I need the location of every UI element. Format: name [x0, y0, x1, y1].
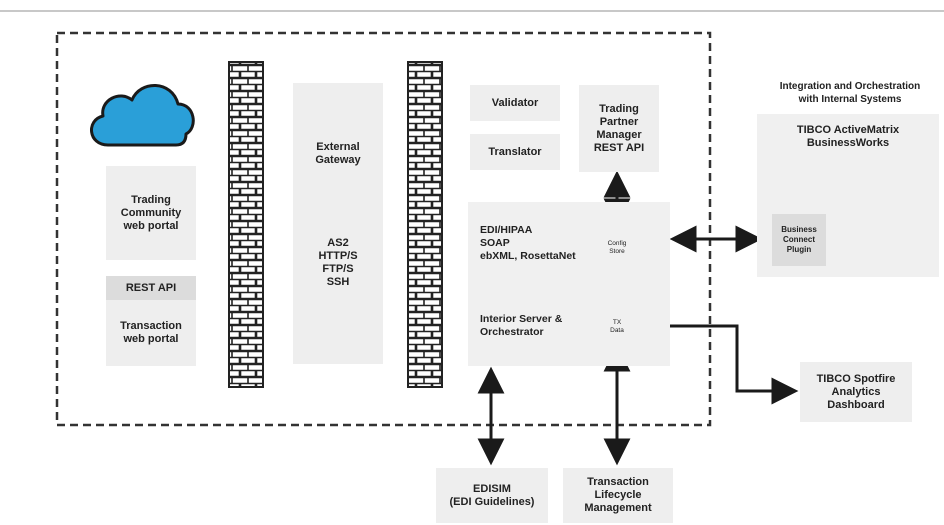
lifecycle-label: Transaction Lifecycle Management: [584, 476, 652, 514]
spotfire-label: TIBCO Spotfire Analytics Dashboard: [816, 372, 896, 411]
tp-manager-label: Trading Partner Manager REST API: [593, 102, 645, 154]
tp-manager-box: Trading Partner Manager REST API: [579, 85, 659, 172]
validator-box: Validator: [470, 85, 560, 121]
external-gateway-title: External Gateway: [315, 141, 361, 166]
integration-heading: Integration and Orchestration with Inter…: [779, 81, 921, 105]
gateway-protocols: AS2 HTTP/S FTP/S SSH: [318, 237, 358, 288]
tx-data-label: TX Data: [610, 319, 624, 334]
top-divider: [0, 10, 944, 12]
firewall-left: [228, 61, 264, 388]
rest-api-box: REST API: [106, 276, 196, 300]
config-store-label: Config Store: [607, 240, 627, 255]
spotfire-box: TIBCO Spotfire Analytics Dashboard: [800, 362, 912, 422]
transaction-portal-label: Transaction web portal: [120, 320, 182, 345]
trading-community-portal-label: Trading Community web portal: [120, 193, 182, 232]
edisim-label: EDISIM (EDI Guidelines): [449, 482, 535, 508]
validator-label: Validator: [491, 96, 539, 109]
rest-api-label: REST API: [125, 281, 177, 294]
translator-box: Translator: [470, 134, 560, 170]
business-connect-plugin-label: Business Connect Plugin: [781, 225, 817, 254]
trading-community-portal: Trading Community web portal: [106, 166, 196, 260]
txdata-spotfire-arrow: [638, 312, 799, 405]
cloud-icon: [90, 84, 195, 147]
standards-label: EDI/HIPAA SOAP ebXML, RosettaNet: [480, 224, 576, 262]
lifecycle-box: Transaction Lifecycle Management: [563, 468, 673, 523]
translator-label: Translator: [488, 145, 542, 158]
business-connect-plugin: Business Connect Plugin: [772, 214, 826, 266]
transaction-portal: Transaction web portal: [106, 300, 196, 366]
businessworks-label: TIBCO ActiveMatrix BusinessWorks: [796, 124, 900, 149]
interior-server-label: Interior Server & Orchestrator: [480, 313, 563, 338]
edisim-box: EDISIM (EDI Guidelines): [436, 468, 548, 523]
external-gateway-box: External Gateway AS2 HTTP/S FTP/S SSH: [293, 83, 383, 364]
firewall-right: [407, 61, 443, 388]
interior-server-box: [468, 202, 670, 366]
